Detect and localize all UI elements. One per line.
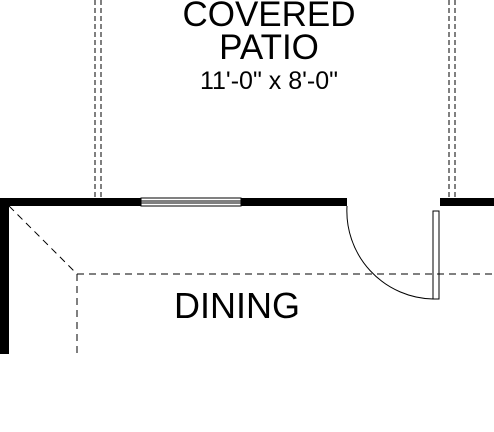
- patio-left-post: [94, 0, 102, 198]
- swing-door: [346, 205, 440, 300]
- patio-right-post: [448, 0, 456, 198]
- exterior-wall: [0, 198, 494, 354]
- patio-label-line1: COVERED: [182, 0, 355, 34]
- dashed-outline: [8, 205, 494, 354]
- wall-top-middle: [241, 198, 347, 206]
- dining-label: DINING: [174, 285, 300, 326]
- patio-label-line2: PATIO: [219, 28, 319, 67]
- wall-top-left: [0, 198, 141, 206]
- wall-top-right: [440, 198, 494, 206]
- patio-dimensions: 11'-0" x 8'-0": [200, 67, 338, 95]
- door-leaf: [432, 210, 440, 300]
- wall-left: [0, 198, 9, 354]
- window: [140, 197, 242, 207]
- door-swing-arc: [346, 205, 434, 300]
